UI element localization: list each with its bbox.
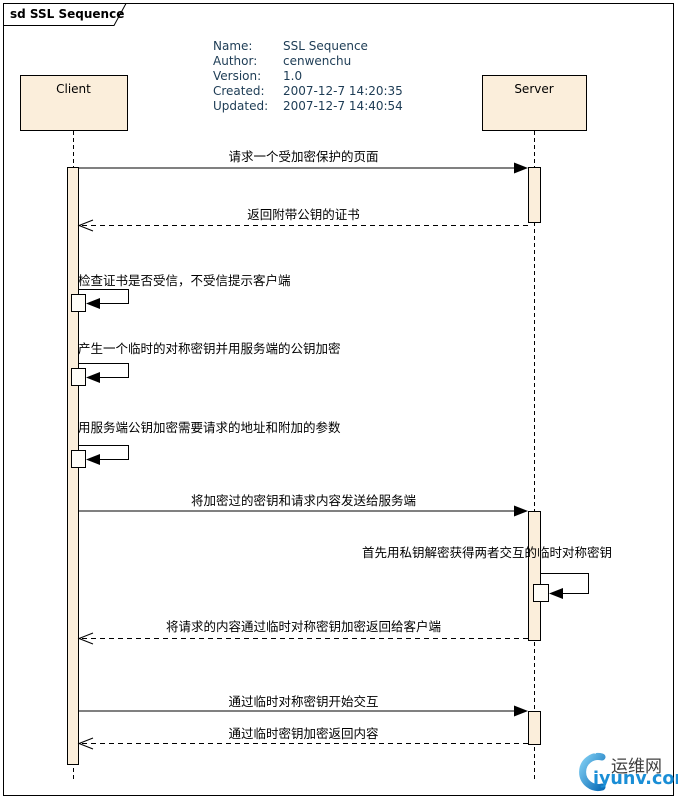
frame-title-tab bbox=[3, 3, 127, 26]
metadata-label: Version: bbox=[213, 69, 262, 83]
self3-arrowhead bbox=[86, 454, 100, 465]
msg1-arrowhead bbox=[514, 162, 528, 174]
msg10-open-arrowhead bbox=[77, 737, 94, 750]
client-box bbox=[20, 75, 128, 131]
message-label-6: 将加密过的密钥和请求内容发送给服务端 bbox=[190, 493, 416, 508]
msg2-open-arrowhead bbox=[77, 219, 94, 232]
frame-border bbox=[3, 3, 674, 796]
message-label-8: 将请求的内容通过临时对称密钥加密返回给客户端 bbox=[165, 619, 441, 634]
metadata-value: 2007-12-7 14:40:54 bbox=[283, 99, 403, 113]
msg6-arrowhead bbox=[514, 505, 528, 517]
metadata-row-created: Created: 2007-12-7 14:20:35 bbox=[213, 84, 403, 99]
metadata-value: cenwenchu bbox=[283, 54, 352, 68]
server-self-arrowhead bbox=[549, 588, 563, 599]
diagram-title: sd SSL Sequence bbox=[10, 7, 125, 21]
self3-nested-activation bbox=[71, 450, 86, 468]
watermark-site-name: 运维网 bbox=[611, 757, 662, 777]
watermark-site-url: iyunv.com bbox=[593, 769, 678, 789]
server-box bbox=[482, 75, 587, 131]
metadata-label: Created: bbox=[213, 84, 265, 98]
server-self-loop bbox=[540, 573, 589, 594]
message-label-10: 通过临时密钥加密返回内容 bbox=[228, 726, 379, 741]
message-label-9: 通过临时对称密钥开始交互 bbox=[228, 694, 379, 709]
metadata-row-author: Author: cenwenchu bbox=[213, 54, 403, 69]
metadata-block: Name: SSL Sequence Author: cenwenchu Ver… bbox=[213, 39, 403, 114]
message-label-4: 产生一个临时的对称密钥并用服务端的公钥加密 bbox=[78, 341, 341, 356]
metadata-row-name: Name: SSL Sequence bbox=[213, 39, 403, 54]
self2-arrowhead bbox=[86, 372, 100, 383]
msg8-open-arrowhead bbox=[77, 632, 94, 645]
self1-nested-activation bbox=[71, 294, 86, 312]
metadata-label: Author: bbox=[213, 54, 258, 68]
server-self-nested-activation bbox=[533, 584, 549, 602]
message-label-1: 请求一个受加密保护的页面 bbox=[228, 149, 379, 164]
self1-arrowhead bbox=[86, 298, 100, 309]
message-label-2: 返回附带公钥的证书 bbox=[247, 207, 360, 222]
metadata-row-updated: Updated: 2007-12-7 14:40:54 bbox=[213, 99, 403, 114]
metadata-value: SSL Sequence bbox=[283, 39, 368, 53]
server-lifeline-label: Server bbox=[514, 82, 554, 96]
metadata-label: Updated: bbox=[213, 99, 269, 113]
metadata-value: 1.0 bbox=[283, 69, 303, 83]
self2-loop bbox=[78, 363, 129, 378]
server-activation-3 bbox=[528, 711, 541, 745]
client-lifeline-label: Client bbox=[56, 82, 91, 96]
server-activation-2 bbox=[528, 511, 541, 641]
self3-loop bbox=[78, 445, 129, 460]
metadata-value: 2007-12-7 14:20:35 bbox=[283, 84, 403, 98]
message-label-7: 首先用私钥解密获得两者交互的临时对称密钥 bbox=[362, 545, 613, 560]
message-label-5: 用服务端公钥加密需要请求的地址和附加的参数 bbox=[78, 420, 341, 435]
msg9-arrowhead bbox=[514, 705, 528, 717]
self2-nested-activation bbox=[71, 368, 86, 386]
message-label-3: 检查证书是否受信，不受信提示客户端 bbox=[78, 273, 291, 288]
server-activation-1 bbox=[528, 167, 541, 223]
iyunv-logo-icon bbox=[575, 750, 606, 791]
metadata-row-version: Version: 1.0 bbox=[213, 69, 403, 84]
self1-loop bbox=[78, 289, 129, 304]
metadata-label: Name: bbox=[213, 39, 253, 53]
